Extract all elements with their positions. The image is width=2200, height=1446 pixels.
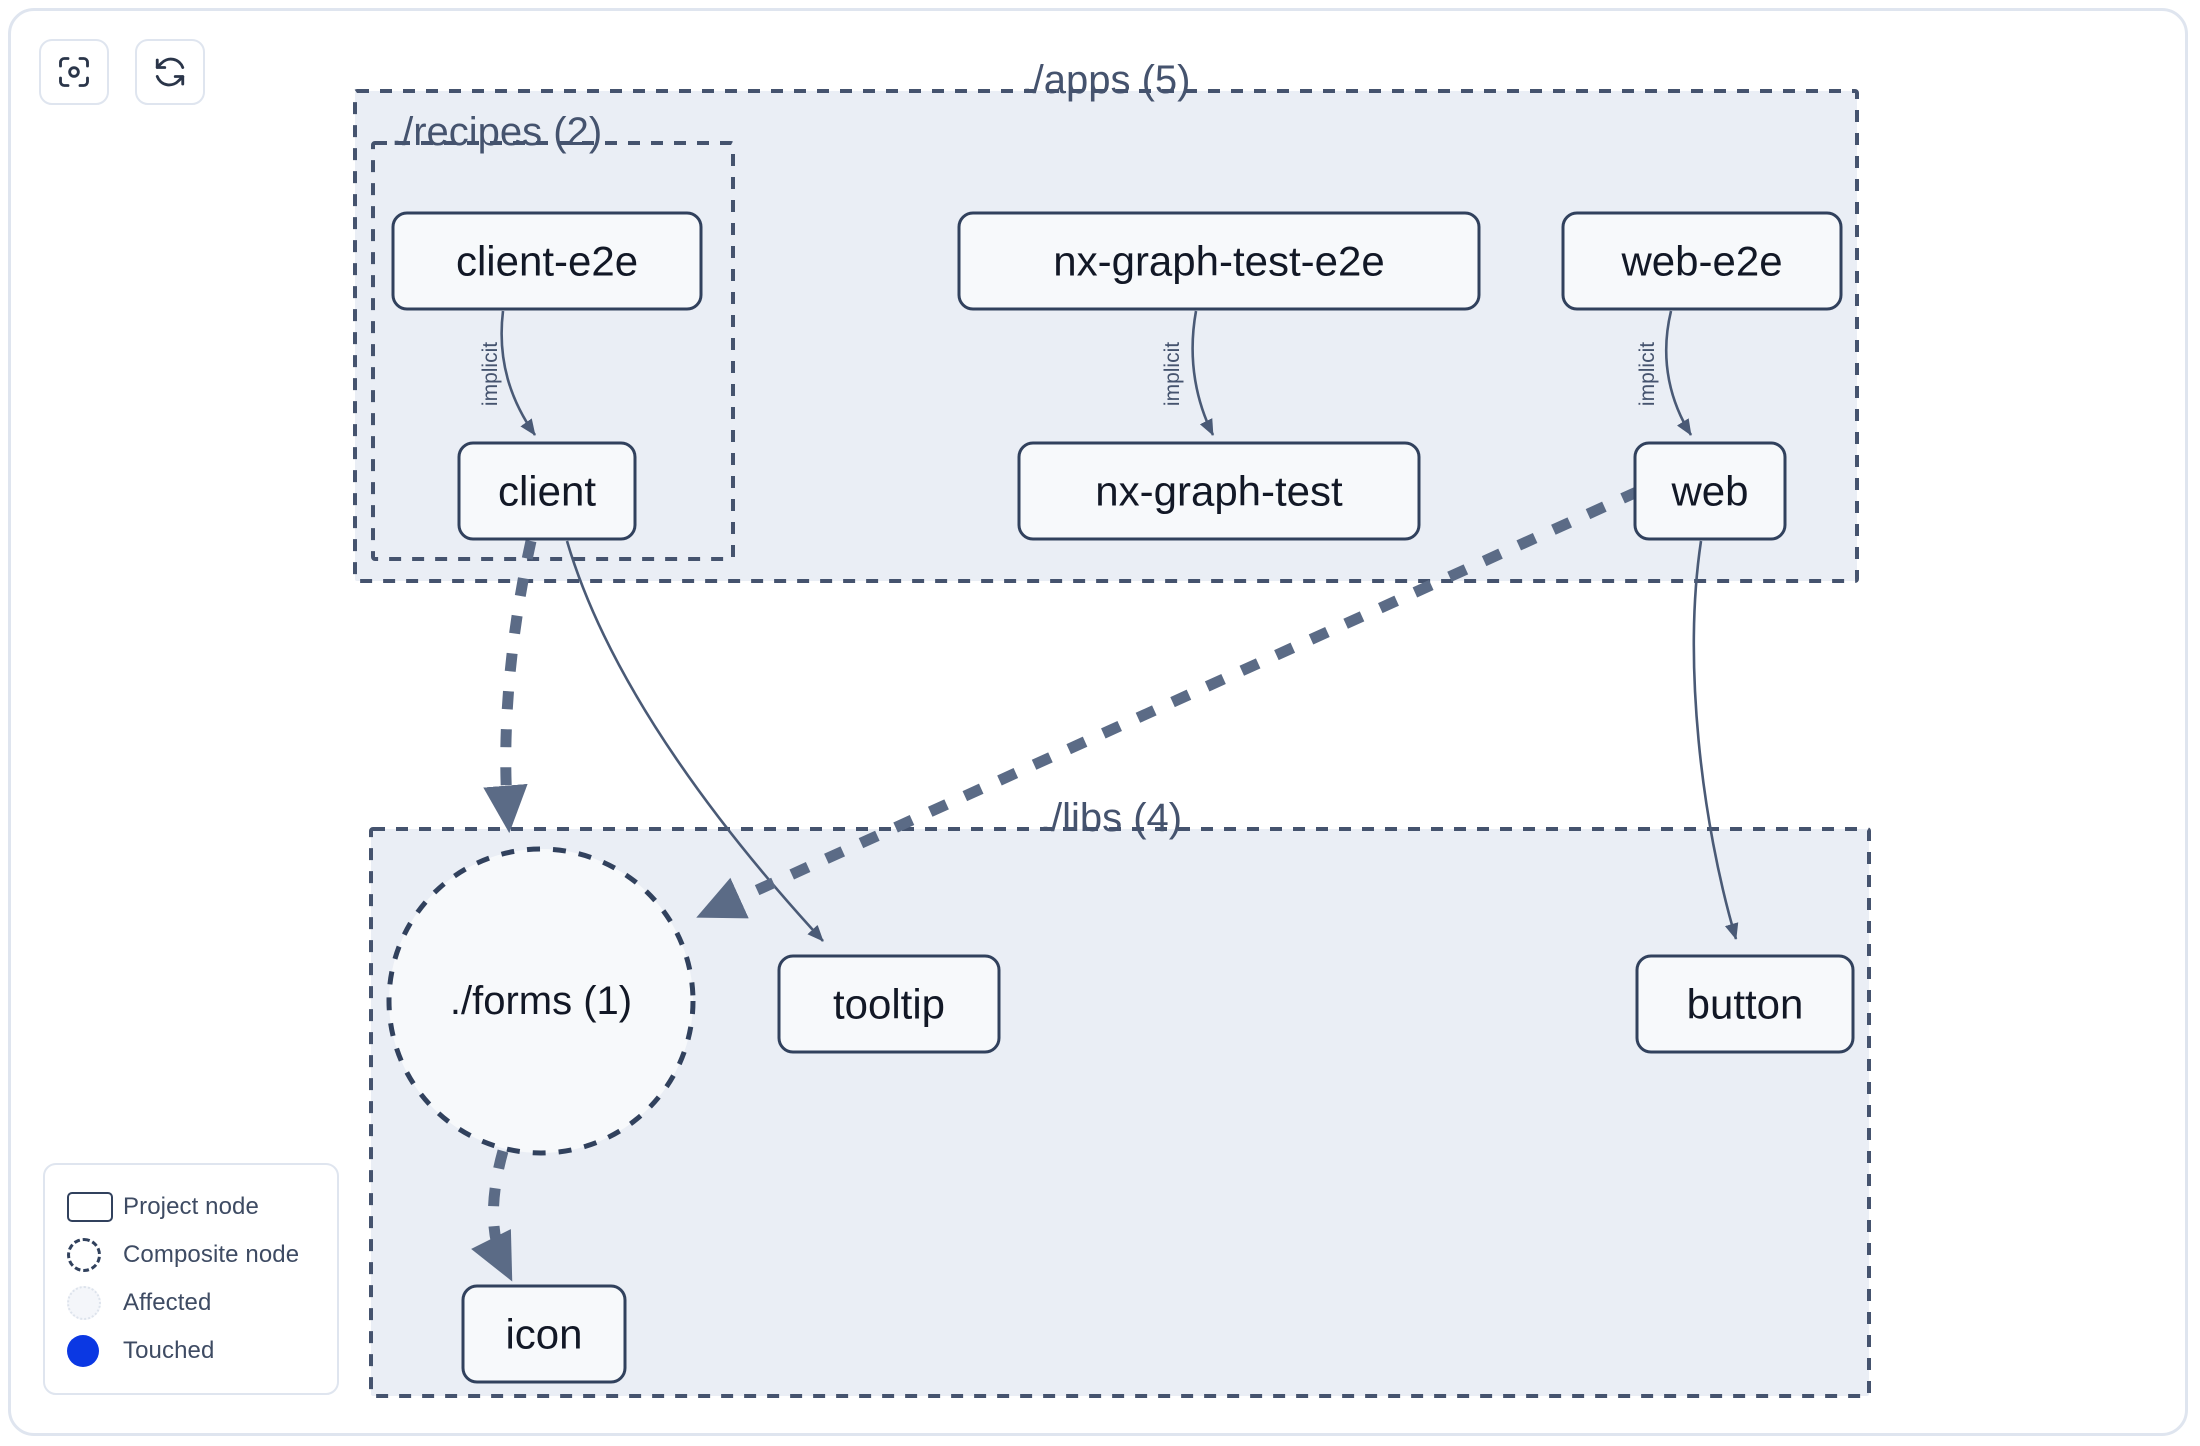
graph-legend: Project node Composite node Affected Tou… — [43, 1163, 339, 1395]
node-label: nx-graph-test — [1095, 468, 1343, 515]
node-shape[interactable] — [457, 441, 637, 541]
edge-line — [471, 1149, 513, 1282]
focus-target-icon — [56, 54, 92, 90]
node-label: client — [498, 468, 596, 515]
node-web-e2e[interactable]: web-e2e — [1561, 211, 1843, 311]
edge-web-to-forms[interactable] — [696, 485, 1642, 919]
legend-item-affected: Affected — [67, 1279, 317, 1327]
node-label: web — [1670, 468, 1748, 515]
node-web[interactable]: web — [1633, 441, 1787, 541]
legend-label-project-node: Project node — [123, 1193, 259, 1220]
node-forms-composite[interactable]: ./forms (1) — [386, 846, 696, 1156]
node-shape[interactable] — [1635, 954, 1855, 1054]
graph-toolbar — [39, 39, 205, 105]
composite-node-icon — [67, 1238, 123, 1272]
project-graph-frame: ./apps (5) ./recipes (2) ./libs (4) impl… — [8, 8, 2188, 1436]
edge-line — [1692, 540, 1739, 940]
node-nx-graph-test[interactable]: nx-graph-test — [1017, 441, 1421, 541]
touched-icon — [67, 1335, 123, 1367]
legend-label-affected: Affected — [123, 1289, 212, 1316]
graph-nodes: client-e2e nx-graph-test-e2e web-e2e cli… — [386, 211, 1855, 1384]
refresh-graph-button[interactable] — [135, 39, 205, 105]
node-shape[interactable] — [1633, 441, 1787, 541]
node-button[interactable]: button — [1635, 954, 1855, 1054]
legend-item-project-node: Project node — [67, 1183, 317, 1231]
node-label: web-e2e — [1620, 238, 1782, 285]
edge-line — [500, 310, 537, 436]
edge-web-to-button[interactable] — [1692, 540, 1739, 940]
node-nx-graph-test-e2e[interactable]: nx-graph-test-e2e — [957, 211, 1481, 311]
edge-label-implicit-2: implicit — [1161, 342, 1184, 406]
node-label: client-e2e — [456, 238, 638, 285]
group-libs[interactable]: ./libs (4) — [369, 796, 1871, 1398]
node-client-e2e[interactable]: client-e2e — [391, 211, 703, 311]
refresh-icon — [152, 54, 188, 90]
node-label: nx-graph-test-e2e — [1053, 238, 1385, 285]
group-libs-label: ./libs (4) — [1040, 796, 1182, 840]
node-shape[interactable] — [957, 211, 1481, 311]
legend-item-composite-node: Composite node — [67, 1231, 317, 1279]
edge-line — [565, 540, 824, 942]
edge-client-e2e-to-client[interactable]: implicit — [479, 310, 537, 436]
node-shape[interactable] — [461, 1284, 627, 1384]
composite-node-shape[interactable] — [386, 846, 696, 1156]
node-label: button — [1687, 981, 1804, 1028]
affected-icon — [67, 1286, 123, 1320]
edge-web-e2e-to-web[interactable]: implicit — [1636, 310, 1693, 436]
node-tooltip[interactable]: tooltip — [777, 954, 1001, 1054]
group-libs-box[interactable] — [369, 827, 1871, 1398]
edge-label-implicit-1: implicit — [479, 342, 502, 406]
legend-label-composite-node: Composite node — [123, 1241, 300, 1268]
graph-edges: implicit implicit implicit — [471, 310, 1739, 1282]
group-recipes-label: ./recipes (2) — [391, 110, 602, 154]
edge-line — [483, 539, 537, 834]
composite-node-label: ./forms (1) — [450, 979, 632, 1023]
node-shape[interactable] — [1561, 211, 1843, 311]
edge-label-implicit-3: implicit — [1636, 342, 1659, 406]
project-node-icon — [67, 1192, 123, 1222]
edge-client-to-forms[interactable] — [483, 539, 537, 834]
node-shape[interactable] — [1017, 441, 1421, 541]
legend-item-touched: Touched — [67, 1327, 317, 1375]
node-label: tooltip — [833, 981, 945, 1028]
project-graph-canvas[interactable]: ./apps (5) ./recipes (2) ./libs (4) impl… — [11, 11, 2187, 1435]
edge-line — [696, 485, 1642, 919]
node-shape[interactable] — [777, 954, 1001, 1054]
group-apps-label: ./apps (5) — [1022, 58, 1191, 102]
node-shape[interactable] — [391, 211, 703, 311]
edge-nx-graph-test-e2e-to-nx-graph-test[interactable]: implicit — [1161, 310, 1215, 436]
node-label: icon — [505, 1311, 582, 1358]
focus-graph-button[interactable] — [39, 39, 109, 105]
node-icon[interactable]: icon — [461, 1284, 627, 1384]
legend-label-touched: Touched — [123, 1337, 215, 1364]
node-client[interactable]: client — [457, 441, 637, 541]
edge-forms-to-icon[interactable] — [471, 1149, 513, 1282]
edge-line — [1664, 310, 1693, 436]
edge-line — [1191, 310, 1215, 436]
edge-client-to-tooltip[interactable] — [565, 540, 824, 942]
